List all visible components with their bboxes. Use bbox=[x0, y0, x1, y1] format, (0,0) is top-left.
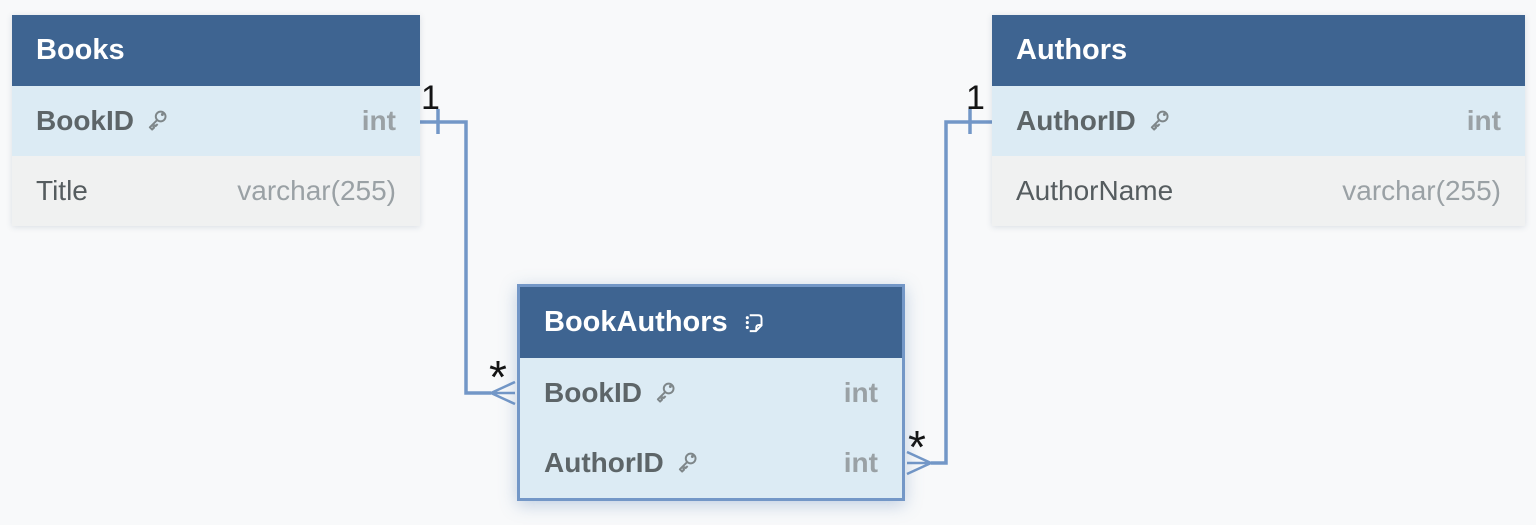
field-row-bookid[interactable]: BookID int bbox=[12, 86, 420, 156]
primary-key-icon bbox=[148, 110, 167, 131]
table-books-header[interactable]: Books bbox=[12, 15, 420, 86]
relationship-books-bookauthors bbox=[420, 109, 516, 406]
cardinality-label-many: * bbox=[489, 351, 507, 403]
field-name: AuthorID bbox=[1016, 105, 1136, 136]
cardinality-label-many: * bbox=[908, 421, 926, 473]
cardinality-label-one: 1 bbox=[421, 79, 440, 117]
table-title: Authors bbox=[1016, 34, 1128, 66]
field-name: Title bbox=[36, 175, 88, 206]
cardinality-label-one: 1 bbox=[966, 79, 985, 117]
field-row-authorid[interactable]: AuthorID int bbox=[992, 86, 1525, 156]
field-type: int bbox=[843, 447, 878, 478]
field-name: AuthorID bbox=[544, 447, 664, 478]
field-type: varchar(255) bbox=[1342, 175, 1501, 206]
relationship-authors-bookauthors bbox=[906, 109, 992, 476]
table-bookauthors[interactable]: BookAuthors BookID int Auth bbox=[517, 284, 905, 501]
primary-key-icon bbox=[678, 452, 697, 473]
table-bookauthors-header[interactable]: BookAuthors bbox=[520, 287, 902, 358]
table-books[interactable]: Books BookID int Title varchar(255) bbox=[12, 15, 420, 226]
field-name: BookID bbox=[544, 377, 642, 408]
field-row-authorid[interactable]: AuthorID int bbox=[520, 428, 902, 498]
field-row-bookid[interactable]: BookID int bbox=[520, 358, 902, 428]
field-row-title[interactable]: Title varchar(255) bbox=[12, 156, 420, 226]
table-authors-header[interactable]: Authors bbox=[992, 15, 1525, 86]
field-type: int bbox=[361, 105, 396, 136]
primary-key-icon bbox=[1150, 110, 1169, 131]
field-name: AuthorName bbox=[1016, 175, 1174, 206]
field-type: int bbox=[843, 377, 878, 408]
table-title: Books bbox=[36, 34, 125, 66]
note-icon bbox=[745, 313, 763, 332]
table-authors[interactable]: Authors AuthorID int AuthorName varchar(… bbox=[992, 15, 1525, 226]
primary-key-icon bbox=[656, 382, 675, 403]
field-type: int bbox=[1466, 105, 1501, 136]
field-name: BookID bbox=[36, 105, 134, 136]
field-row-authorname[interactable]: AuthorName varchar(255) bbox=[992, 156, 1525, 226]
table-title: BookAuthors bbox=[544, 306, 728, 338]
field-type: varchar(255) bbox=[237, 175, 396, 206]
